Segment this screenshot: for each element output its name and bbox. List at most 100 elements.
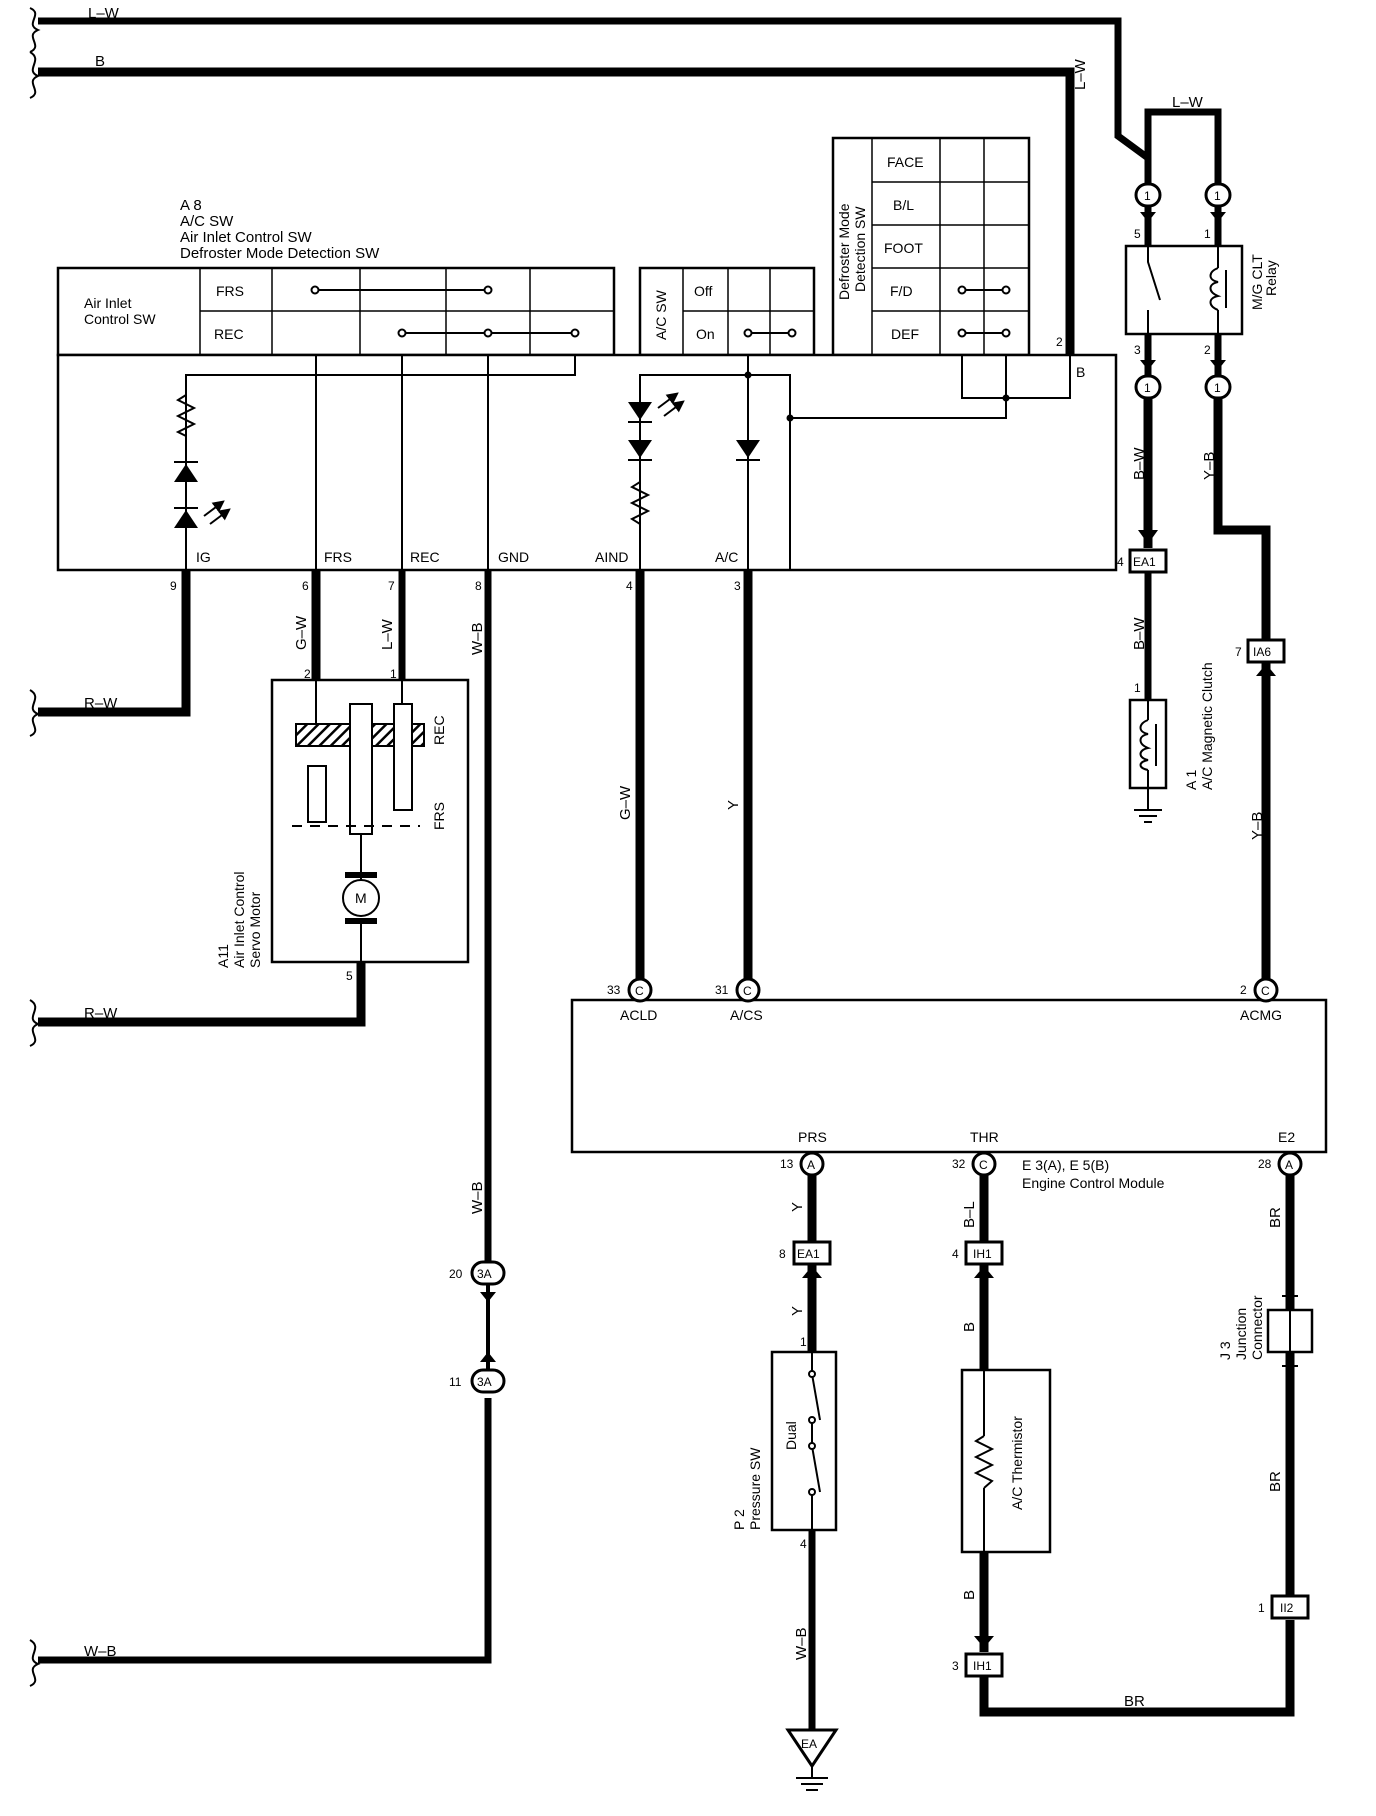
wire-label-b-thr-top: B [961,1322,978,1332]
ecm-label-acs: A/CS [730,1007,763,1023]
air-inlet-label-1: Air Inlet [84,295,132,311]
wire-label-br-mid: BR [1267,1471,1284,1492]
switch-id: A 8 [180,197,202,214]
wire-label-wb-bottom: W–B [84,1643,117,1660]
ecm-id: E 3(A), E 5(B) [1022,1157,1109,1173]
clutch-pin-1: 1 [1134,681,1141,695]
wire-relay-yb: Y–B IA6 7 Y–B [1201,398,1286,988]
pressure-switch-p2: 1 Dual P 2 Pressure SW 4 [731,1335,838,1551]
row-label-rec: REC [214,326,244,342]
ecm-label-e2: E2 [1278,1129,1295,1145]
connector-ih1-top: IH1 [973,1247,992,1261]
ecm-a-13: A [807,1158,815,1172]
switch-a8-title: A 8 A/C SW Air Inlet Control SW Defroste… [180,197,380,262]
ac-switch-table: A/C SW Off On [638,266,816,357]
ecm-pin-2: 2 [1240,983,1247,997]
pressure-sw-pin-1: 1 [800,1335,807,1349]
magnetic-clutch-a1: 1 A 1 A/C Magnetic Clutch [1128,662,1215,823]
ecm-a-28: A [1285,1158,1293,1172]
wire-label-b-top: B [95,53,105,70]
engine-control-module: C 33 C 31 C 2 ACLD A/CS ACMG PRS THR E2 … [570,977,1328,1191]
pin-number-4: 4 [626,579,633,593]
wire-label-rw-servo: R–W [84,1005,118,1022]
wire-label-yb-bottom: Y–B [1249,812,1266,840]
relay-conn-1c: 1 [1144,381,1151,395]
wire-label-b-thr-bot: B [961,1590,978,1600]
ecm-pin-13: 13 [780,1157,794,1171]
ecm-label-thr: THR [970,1129,999,1145]
wire-label-bw-top: B–W [1131,447,1148,480]
wire-label-wb-pressure: W–B [793,1627,810,1660]
wire-e2-br: BR J 3 Junction Connector BR II2 1 [1217,1175,1314,1620]
ecm-c-31: C [743,984,752,998]
ac-sw-label: A/C SW [653,289,669,340]
wire-ig-rw: R–W [29,570,191,737]
wire-label-gw-aind: G–W [617,785,634,820]
wire-label-wb-gnd: W–B [469,622,486,655]
ecm-label-acmg: ACMG [1240,1007,1282,1023]
wire-label-y-ac: Y [725,800,742,810]
connector-ii2-pin: 1 [1258,1601,1265,1615]
servo-pin-2: 2 [304,667,311,681]
ecm-pin-31: 31 [715,983,729,997]
connector-3a-label-top: 3A [477,1267,492,1281]
pressure-sw-name: Pressure SW [747,1447,763,1530]
terminal-2: 2 [1056,335,1063,349]
wire-prs-y: Y EA1 8 Y [779,1175,832,1352]
switch-a8-body: B 2 IG FRS REC [56,335,1118,593]
ac-off-label: Off [694,283,713,299]
servo-rec-label: REC [431,715,447,745]
wire-label-rw-ig: R–W [84,695,118,712]
wire-aind-gw: G–W [617,570,645,988]
ground-ea: EA [801,1737,817,1751]
thermistor-name: A/C Thermistor [1009,1416,1025,1510]
mode-foot: FOOT [884,240,923,256]
connector-ea1-mid: EA1 [797,1247,820,1261]
ecm-c-33: C [635,984,644,998]
pin-label-gnd: GND [498,549,529,565]
wire-servo-rw: R–W [29,962,366,1047]
pin-number-7: 7 [388,579,395,593]
wire-frs-gw: G–W [293,570,321,680]
wire-label-bw-bottom: B–W [1131,617,1148,650]
wire-pressure-wb: W–B EA [785,1530,839,1791]
ecm-pin-33: 33 [607,983,621,997]
ac-thermistor: A/C Thermistor [960,1368,1052,1554]
servo-motor-a11: 2 1 M REC FRS A11 Air Inlet Control Serv… [215,667,470,983]
relay-pin-2: 2 [1204,343,1211,357]
defroster-switch-table: Defroster Mode Detection SW FACE B/L FOO… [831,136,1031,357]
relay-feed-lw: L–W [1144,94,1222,188]
connector-ea1-top: EA1 [1133,555,1156,569]
servo-id: A11 [215,944,231,968]
mode-face: FACE [887,154,924,170]
pressure-sw-pin-4: 4 [800,1537,807,1551]
wire-label-lw-top: L–W [88,5,120,22]
wire-relay-bw: B–W EA1 4 B–W [1117,398,1168,700]
servo-name-1: Air Inlet Control [231,872,247,968]
wire-thr-bottom: B IH1 3 BR [952,1552,1295,1717]
clutch-name: A/C Magnetic Clutch [1199,662,1215,790]
mode-fd: F/D [890,283,913,299]
wire-label-gw-frs: G–W [293,615,310,650]
relay-name-2: Relay [1263,260,1279,296]
relay-pin-1: 1 [1204,227,1211,241]
pin-label-ig: IG [196,549,211,565]
servo-frs-label: FRS [431,802,447,830]
pin-number-9: 9 [170,579,177,593]
connector-3a-pin-top: 20 [449,1267,463,1281]
pin-label-ac: A/C [715,549,738,565]
wire-label-lw-rec: L–W [379,618,396,650]
ecm-label-prs: PRS [798,1129,827,1145]
connector-ih1-top-pin: 4 [952,1247,959,1261]
ecm-name: Engine Control Module [1022,1175,1165,1191]
ac-on-label: On [696,326,715,342]
pin-number-6: 6 [302,579,309,593]
pin-label-aind: AIND [595,549,628,565]
switch-name-ac: A/C SW [180,213,234,230]
connector-ii2: II2 [1280,1601,1294,1615]
switch-name-defroster: Defroster Mode Detection SW [180,245,380,262]
ecm-c-2: C [1261,984,1270,998]
relay-pin-5: 5 [1134,227,1141,241]
servo-pin-1: 1 [390,667,397,681]
wire-label-yb-top: Y–B [1201,452,1218,480]
